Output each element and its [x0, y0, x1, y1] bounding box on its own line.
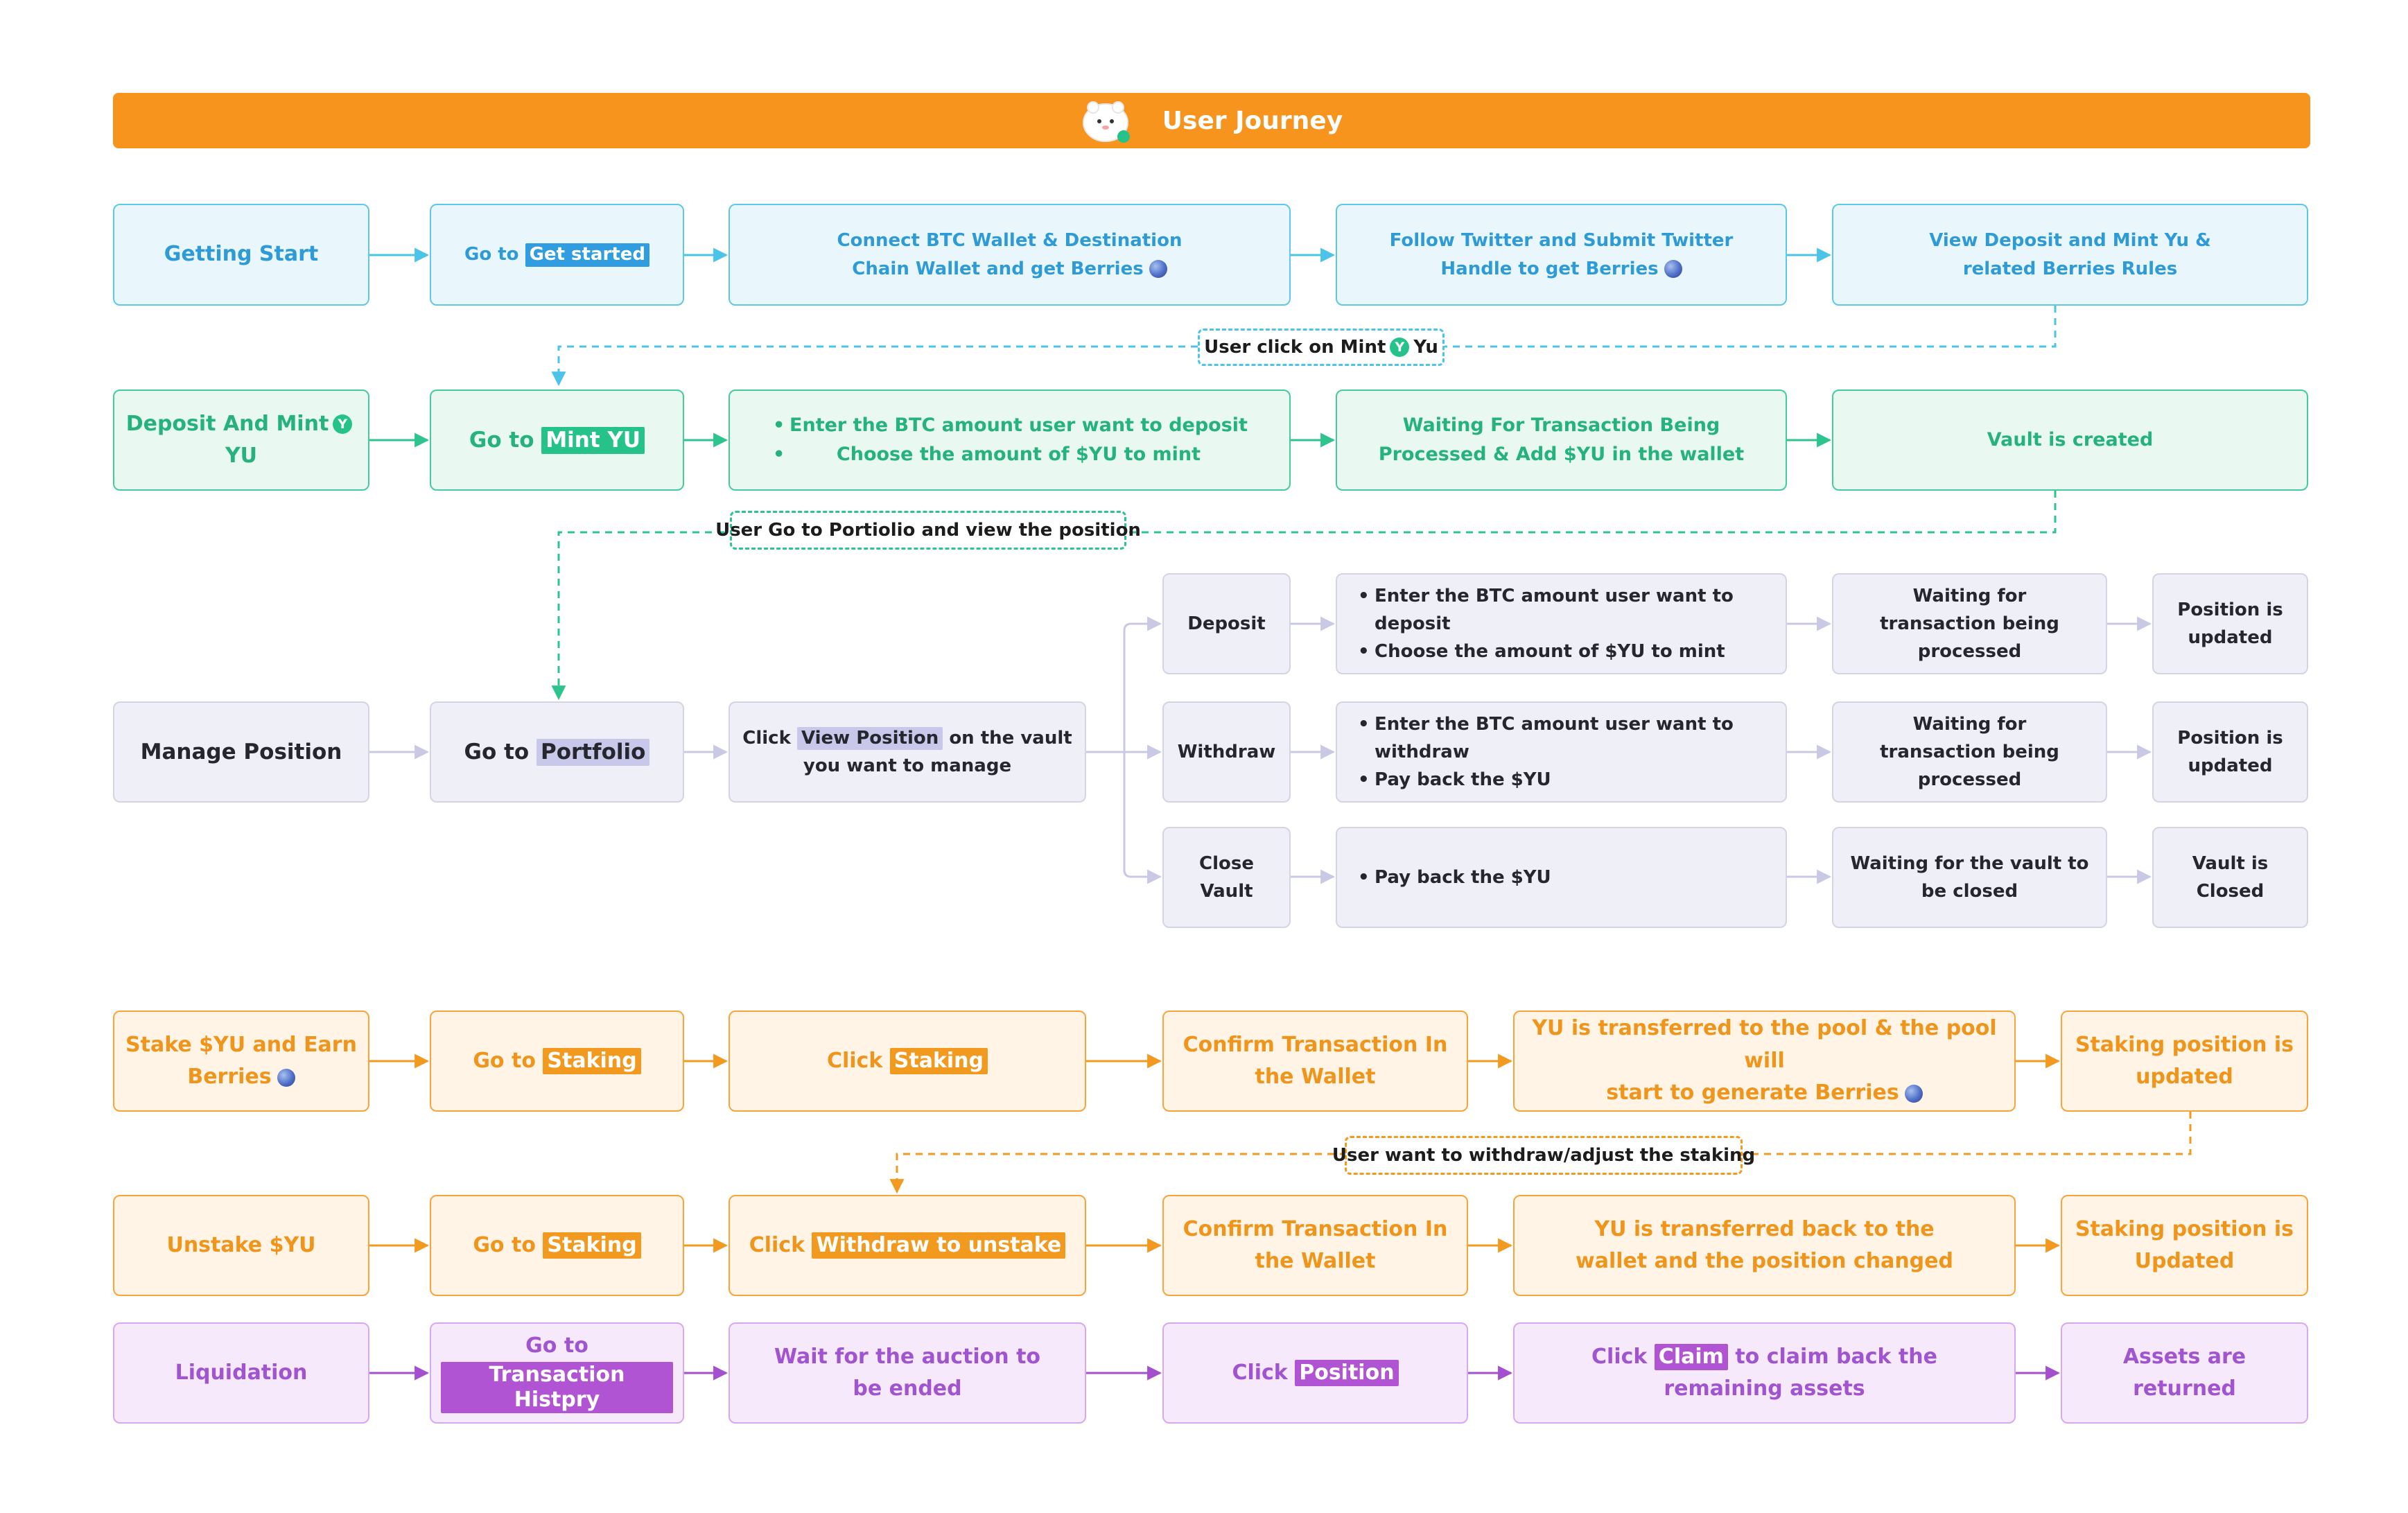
transition-label-portfolio: User Go to Portiolio and view the positi…	[715, 511, 1141, 550]
transition-label-unstake: User want to withdraw/adjust the staking	[1332, 1136, 1755, 1175]
node-withdraw: Withdraw	[1162, 701, 1291, 803]
node-go-to-get-started: Go to Get started	[430, 204, 684, 306]
node-enter-deposit-amount: Enter the BTC amount user want to deposi…	[728, 390, 1291, 491]
node-getting-start: Getting Start	[113, 204, 369, 306]
node-yu-transferred-pool: YU is transferred to the pool & the pool…	[1513, 1011, 2016, 1112]
node-view-deposit-rules: View Deposit and Mint Yu &related Berrie…	[1832, 204, 2308, 306]
node-click-position: Click Position	[1162, 1322, 1468, 1424]
mint-yu-link[interactable]: Mint YU	[541, 426, 645, 455]
node-withdraw-instructions: Enter the BTC amount user want to withdr…	[1336, 701, 1787, 803]
node-deposit-instructions: Enter the BTC amount user want to deposi…	[1336, 573, 1787, 674]
staking-link[interactable]: Staking	[543, 1047, 641, 1074]
branch-close	[1123, 869, 1162, 884]
node-vault-created: Vault is created	[1832, 390, 2308, 491]
page-title: User Journey	[1162, 106, 1343, 135]
yu-token-icon: Y	[1390, 338, 1410, 357]
transaction-history-link[interactable]: Transaction Histpry	[441, 1362, 673, 1413]
node-close-instructions: Pay back the $YU	[1336, 827, 1787, 928]
get-started-link[interactable]: Get started	[525, 243, 649, 267]
staking-button[interactable]: Staking	[889, 1047, 988, 1074]
withdraw-to-unstake-button[interactable]: Withdraw to unstake	[812, 1232, 1066, 1259]
berry-icon	[1149, 260, 1167, 278]
connector-r2-to-r3	[551, 491, 2057, 701]
node-click-withdraw-unstake: Click Withdraw to unstake	[728, 1195, 1086, 1296]
node-go-to-staking-2: Go to Staking	[430, 1195, 684, 1296]
yu-token-icon: Y	[333, 414, 353, 434]
berry-icon	[1664, 260, 1682, 278]
staking-link[interactable]: Staking	[543, 1232, 641, 1259]
claim-button[interactable]: Claim	[1654, 1343, 1728, 1370]
branch-deposit	[1123, 616, 1162, 631]
view-position-button[interactable]: View Position	[796, 726, 943, 750]
berry-icon	[1904, 1084, 1923, 1103]
node-liquidation: Liquidation	[113, 1322, 369, 1424]
node-deposit: Deposit	[1162, 573, 1291, 674]
berry-icon	[277, 1068, 295, 1087]
node-go-to-portfolio: Go to Portfolio	[430, 701, 684, 803]
mascot-icon	[1081, 96, 1133, 145]
node-click-staking: Click Staking	[728, 1011, 1086, 1112]
node-go-to-mint-yu: Go to Mint YU	[430, 390, 684, 491]
position-button[interactable]: Position	[1295, 1359, 1399, 1386]
node-go-to-staking: Go to Staking	[430, 1011, 684, 1112]
title-bar: User Journey	[113, 93, 2310, 148]
deposit-instructions: Enter the BTC amount user want to deposi…	[771, 411, 1248, 469]
branch-trunk	[1086, 631, 1126, 870]
node-unstake-yu: Unstake $YU	[113, 1195, 369, 1296]
node-manage-position: Manage Position	[113, 701, 369, 803]
portfolio-link[interactable]: Portfolio	[536, 738, 650, 767]
